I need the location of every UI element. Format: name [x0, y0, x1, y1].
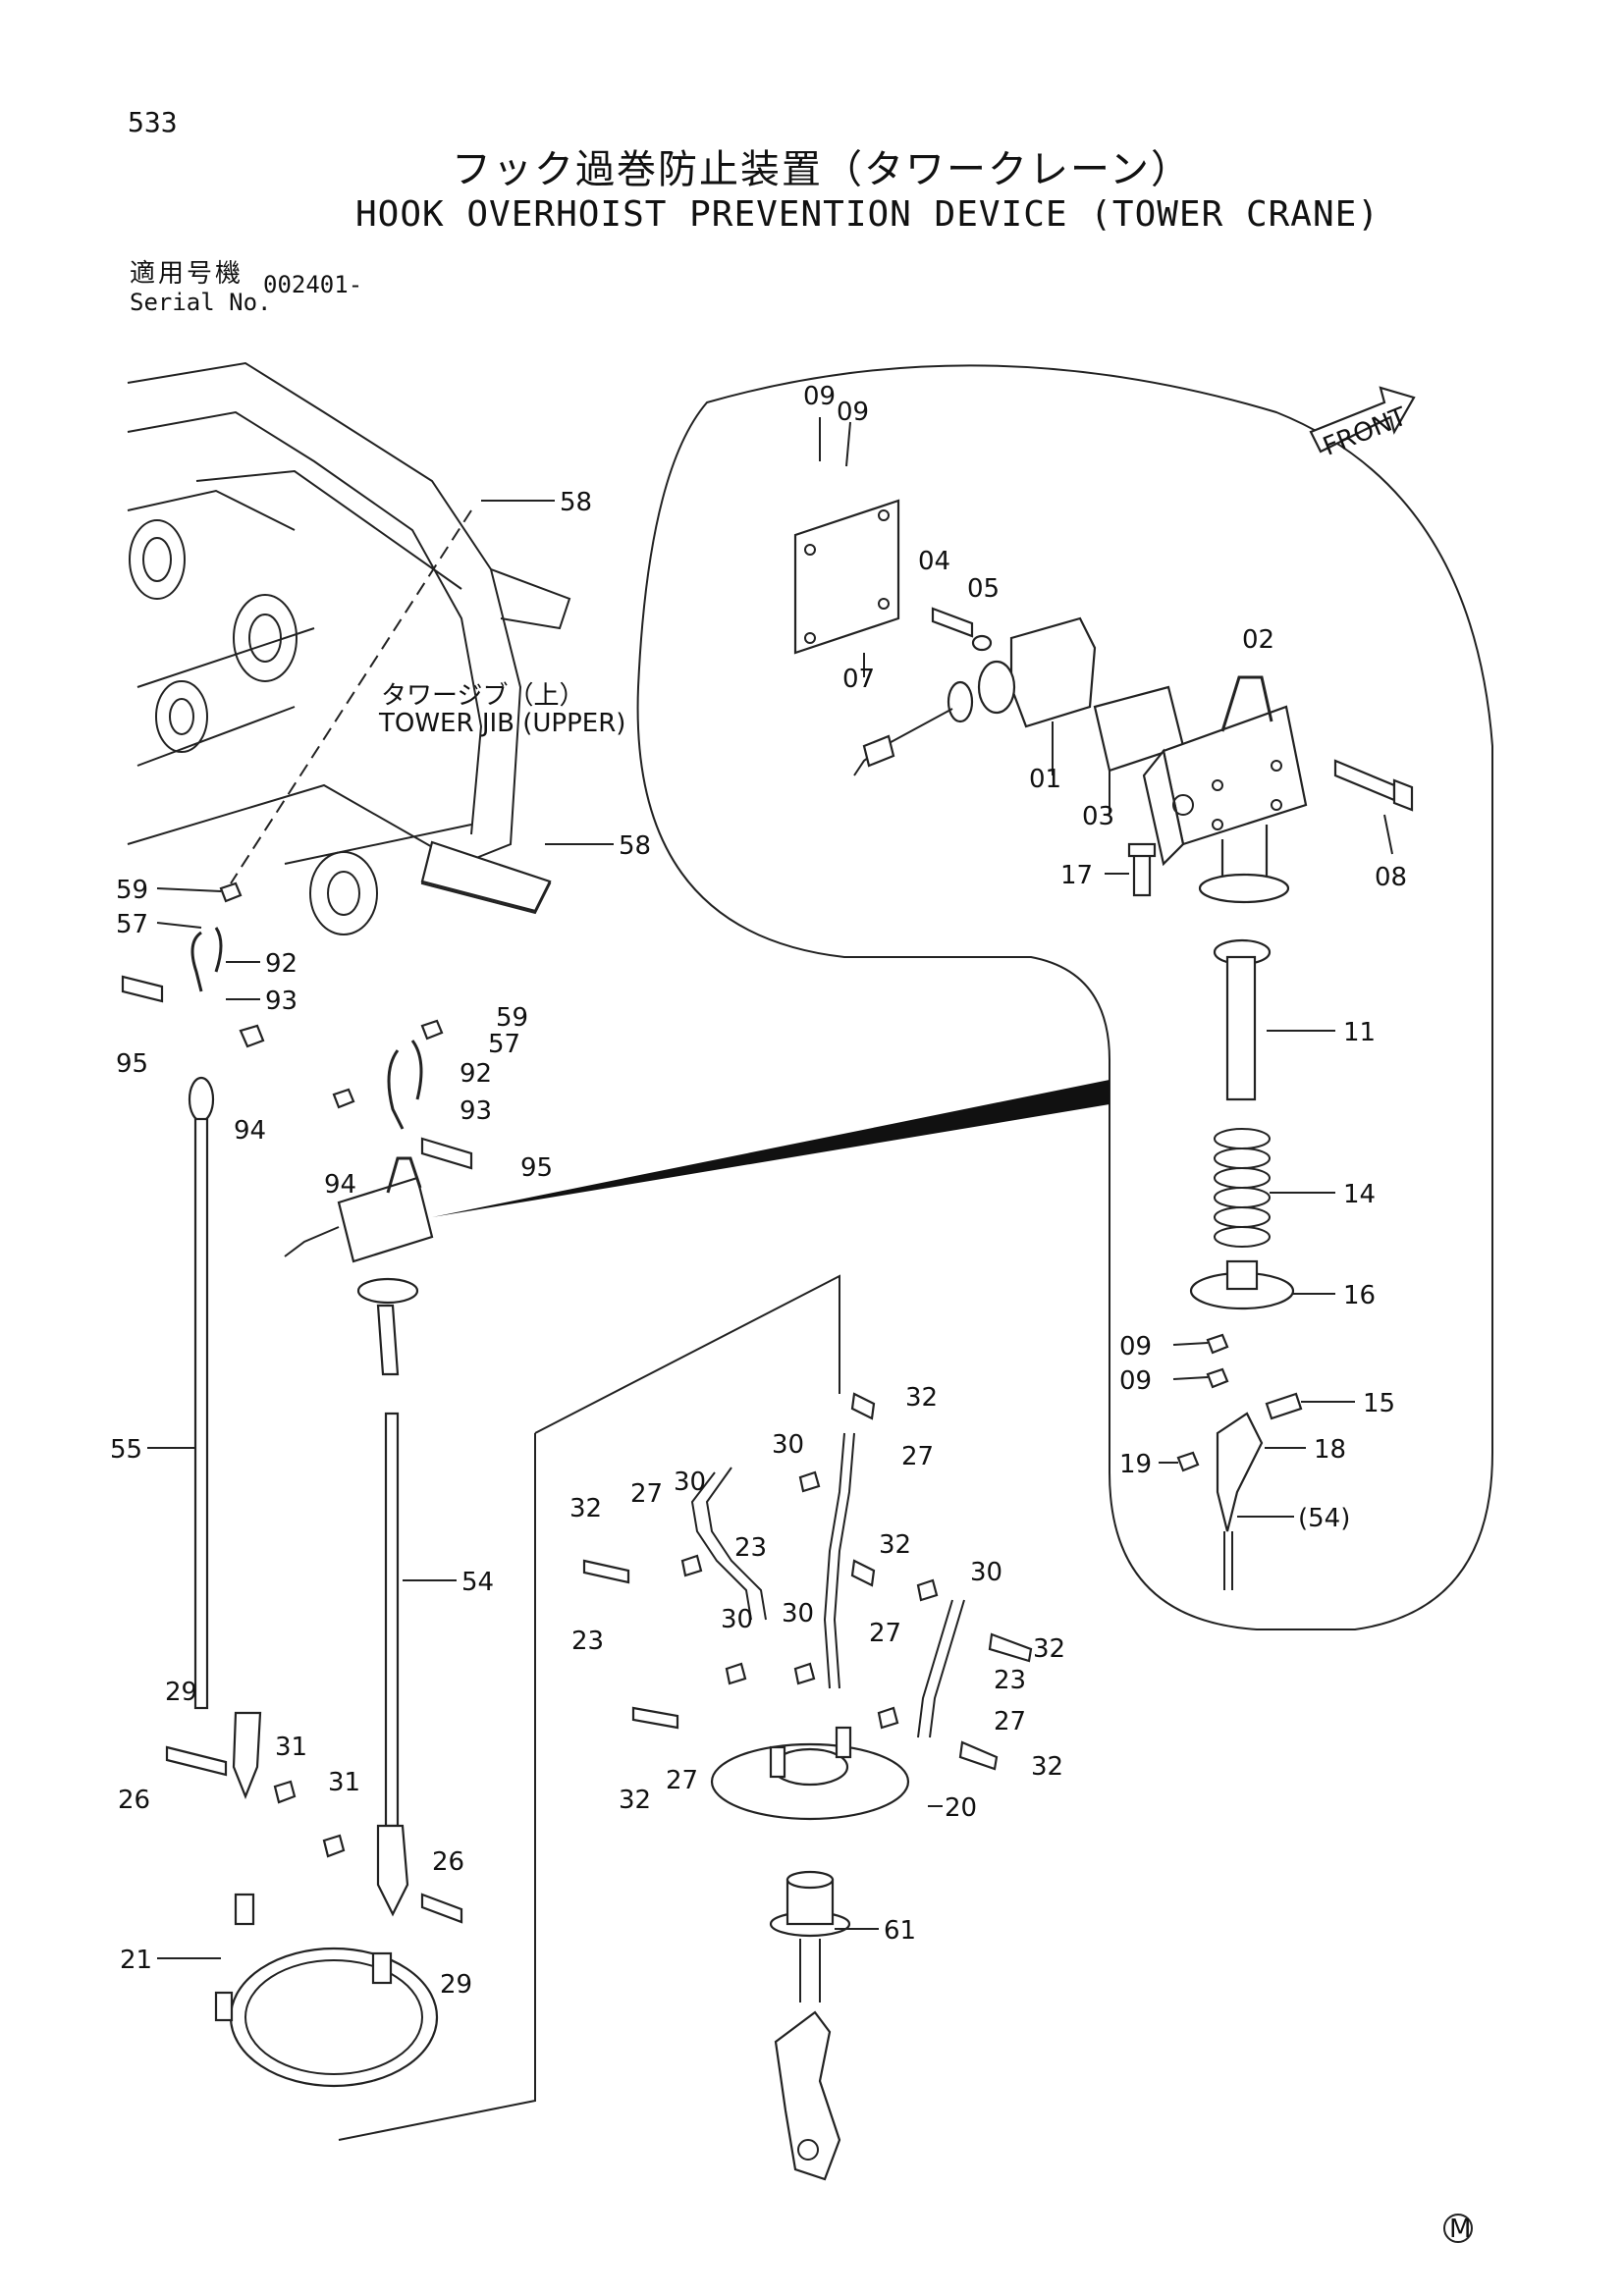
part-label: 31 — [328, 1768, 360, 1797]
page-title-english: HOOK OVERHOIST PREVENTION DEVICE (TOWER … — [355, 194, 1380, 235]
tower-jib-drawing — [127, 361, 571, 935]
part-label: 29 — [165, 1678, 197, 1707]
center-cable-assembly — [284, 1019, 473, 1924]
part-label: 58 — [560, 488, 592, 517]
part-label: 07 — [842, 665, 875, 694]
part-label: 21 — [120, 1946, 152, 1975]
part-label: 32 — [879, 1530, 911, 1560]
part-label: 95 — [116, 1049, 148, 1079]
serial-number-value: 002401- — [263, 271, 363, 298]
part-label: 23 — [734, 1533, 767, 1563]
part-label: 31 — [275, 1733, 307, 1762]
part-label: 54 — [461, 1568, 494, 1597]
part-label: 30 — [970, 1558, 1002, 1587]
manufacturer-mark — [1443, 2214, 1473, 2243]
plate-assembly — [338, 1274, 1033, 2181]
part-label: 32 — [905, 1383, 938, 1413]
manufacturer-mark-letter: M — [1449, 2215, 1471, 2244]
part-label: 23 — [994, 1666, 1026, 1695]
part-label: 93 — [265, 987, 298, 1016]
part-label: 11 — [1343, 1018, 1376, 1047]
part-label: 55 — [110, 1435, 142, 1465]
part-label: 95 — [520, 1153, 553, 1183]
part-label: 17 — [1060, 861, 1093, 890]
part-label: 26 — [432, 1847, 464, 1877]
part-label: 61 — [884, 1916, 916, 1946]
tower-jib-label-english: TOWER JIB (UPPER) — [379, 709, 626, 738]
part-label: 93 — [460, 1096, 492, 1126]
part-label: 19 — [1119, 1450, 1152, 1479]
leader-lines — [147, 417, 1393, 1959]
part-label: 27 — [630, 1479, 663, 1509]
serial-label-english: Serial No. — [130, 289, 272, 316]
part-label: 58 — [619, 831, 651, 861]
part-label: 27 — [901, 1442, 934, 1471]
part-label: 09 — [803, 382, 836, 411]
bracket — [420, 840, 552, 913]
part-label: 32 — [619, 1786, 651, 1815]
part-label: 09 — [837, 398, 869, 427]
part-label: 27 — [869, 1619, 901, 1648]
part-label: 32 — [569, 1494, 602, 1523]
part-label: 14 — [1343, 1180, 1376, 1209]
part-label: 94 — [324, 1170, 356, 1200]
part-label: 03 — [1082, 802, 1114, 831]
part-label: (54) — [1298, 1504, 1350, 1533]
part-label: 59 — [496, 1003, 528, 1033]
part-label: 32 — [1031, 1752, 1063, 1782]
serial-label-japanese: 適用号機 — [130, 259, 244, 289]
part-labels: 09 09 58 04 05 07 02 01 03 08 17 58 59 5… — [110, 382, 1407, 2000]
part-label: 30 — [772, 1430, 804, 1460]
part-label: 30 — [782, 1599, 814, 1629]
part-label: 92 — [265, 949, 298, 979]
part-label: 16 — [1343, 1281, 1376, 1310]
page-title-japanese: フック過巻防止装置（タワークレーン） — [452, 147, 1192, 192]
part-label: 18 — [1314, 1435, 1346, 1465]
part-label: 26 — [118, 1786, 150, 1815]
detail-pointer — [432, 1080, 1110, 1217]
part-label: 30 — [674, 1468, 706, 1497]
part-label: 08 — [1375, 863, 1407, 892]
tower-jib-label-japanese: タワージブ（上） — [381, 681, 585, 711]
part-label: 30 — [721, 1605, 753, 1634]
part-label: 57 — [116, 910, 148, 939]
part-label: 20 — [945, 1793, 977, 1823]
switch-assembly-detail — [793, 386, 1416, 1590]
part-label: 29 — [440, 1970, 472, 2000]
detail-enclosure — [636, 364, 1493, 1630]
part-label: 15 — [1363, 1389, 1395, 1418]
left-cable-assembly — [121, 881, 439, 2088]
part-label: 27 — [666, 1766, 698, 1795]
part-label: 23 — [571, 1627, 604, 1656]
part-label: 09 — [1119, 1332, 1152, 1362]
part-label: 01 — [1029, 765, 1061, 794]
part-label: 27 — [994, 1707, 1026, 1736]
part-label: 09 — [1119, 1366, 1152, 1396]
part-label: 92 — [460, 1059, 492, 1089]
part-label: 02 — [1242, 625, 1274, 655]
part-label: 05 — [967, 574, 1000, 604]
part-label: 57 — [488, 1030, 520, 1059]
routing-line — [230, 509, 472, 884]
part-label: 04 — [918, 547, 950, 576]
part-label: 32 — [1033, 1634, 1065, 1664]
part-label: 59 — [116, 876, 148, 905]
part-label: 94 — [234, 1116, 266, 1146]
page-number: 533 — [128, 106, 178, 138]
